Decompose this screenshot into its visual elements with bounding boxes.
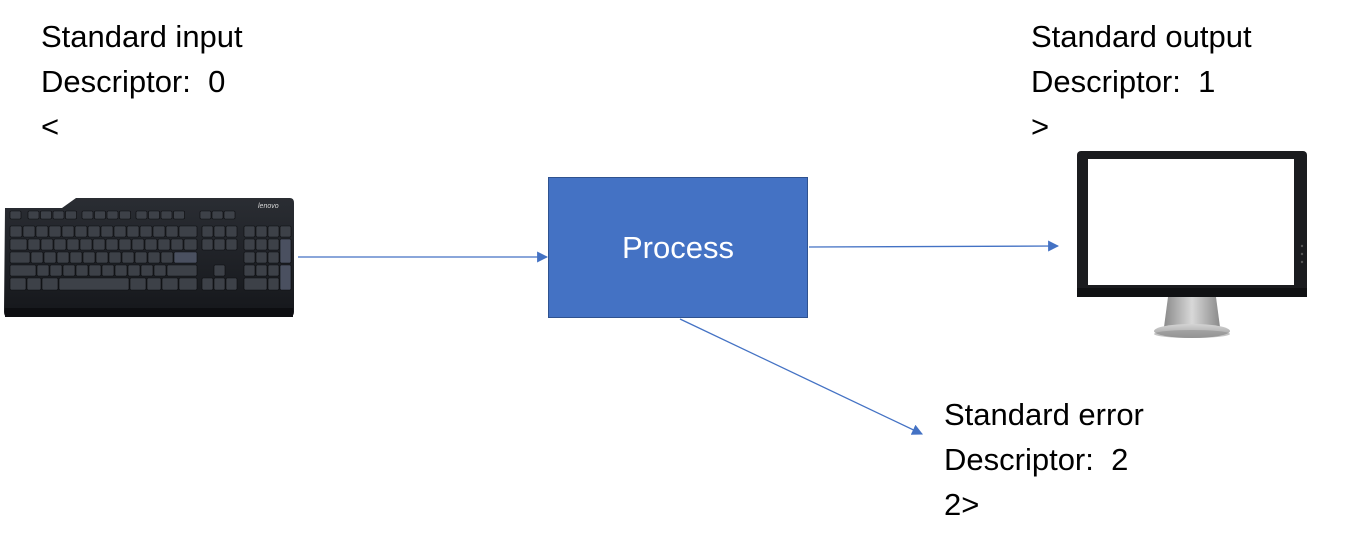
process-box: Process	[548, 177, 808, 318]
stderr-descriptor: Descriptor: 2	[944, 442, 1129, 477]
keyboard-icon: lenovo	[4, 198, 294, 317]
stdin-descriptor: Descriptor: 0	[41, 64, 226, 99]
stderr-operator: 2>	[944, 487, 980, 522]
stdout-operator: >	[1031, 109, 1050, 144]
stdout-arrow	[808, 240, 1060, 252]
monitor-icon	[1077, 151, 1307, 338]
stdout-name: Standard output	[1031, 19, 1252, 54]
stdin-operator: <	[41, 109, 60, 144]
stderr-label-group: Standard error Descriptor: 2 2>	[944, 392, 1144, 527]
stdout-descriptor: Descriptor: 1	[1031, 64, 1216, 99]
stdout-label-group: Standard output Descriptor: 1 >	[1031, 14, 1252, 149]
keyboard-brand: lenovo	[258, 203, 279, 210]
stdin-label-group: Standard input Descriptor: 0 <	[41, 14, 243, 149]
stdin-name: Standard input	[41, 19, 243, 54]
stderr-name: Standard error	[944, 397, 1144, 432]
stderr-arrow	[679, 318, 923, 435]
process-label: Process	[622, 229, 734, 265]
